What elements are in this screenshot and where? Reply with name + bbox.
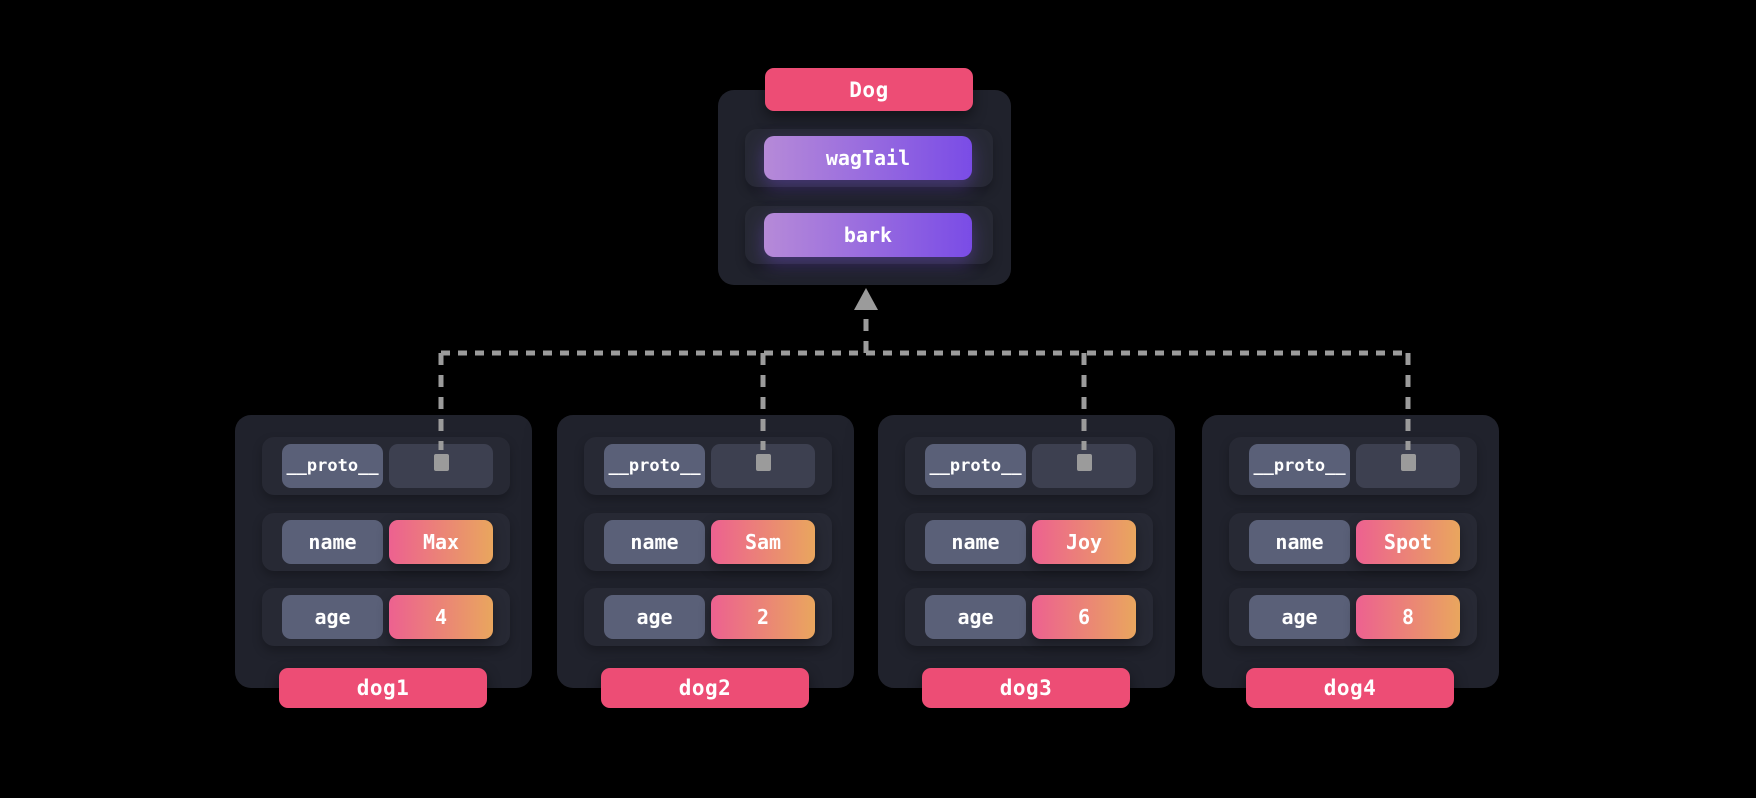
property-key-chip: age: [925, 595, 1026, 639]
instance-name-badge: dog2: [601, 668, 809, 708]
method-bark-pill: bark: [764, 213, 972, 257]
proto-value-slot: [389, 444, 493, 488]
property-row: name Sam: [584, 513, 832, 571]
instance-node-dog2: __proto__ name Sam age 2 dog2: [557, 415, 854, 708]
property-row: age 2: [584, 588, 832, 646]
property-key-chip: name: [604, 520, 705, 564]
proto-key-chip: __proto__: [1249, 444, 1350, 488]
instance-node-dog4: __proto__ name Spot age 8 dog4: [1202, 415, 1499, 708]
property-key-chip: age: [1249, 595, 1350, 639]
property-value-chip: Sam: [711, 520, 815, 564]
property-key-chip: age: [282, 595, 383, 639]
property-value-chip: 8: [1356, 595, 1460, 639]
property-value-chip: 4: [389, 595, 493, 639]
proto-value-slot: [1356, 444, 1460, 488]
prototype-node-dog: Dog wagTail bark: [718, 68, 1011, 285]
proto-key-chip: __proto__: [604, 444, 705, 488]
proto-row: __proto__: [905, 437, 1153, 495]
property-row: name Max: [262, 513, 510, 571]
property-row: name Spot: [1229, 513, 1477, 571]
property-row: age 4: [262, 588, 510, 646]
proto-value-slot: [1032, 444, 1136, 488]
proto-key-chip: __proto__: [282, 444, 383, 488]
property-value-chip: 6: [1032, 595, 1136, 639]
property-value-chip: Max: [389, 520, 493, 564]
instance-node-dog1: __proto__ name Max age 4 dog1: [235, 415, 532, 708]
property-row: age 6: [905, 588, 1153, 646]
proto-row: __proto__: [262, 437, 510, 495]
property-value-chip: 2: [711, 595, 815, 639]
property-key-chip: name: [1249, 520, 1350, 564]
property-row: name Joy: [905, 513, 1153, 571]
instance-node-dog3: __proto__ name Joy age 6 dog3: [878, 415, 1175, 708]
property-key-chip: name: [282, 520, 383, 564]
property-value-chip: Spot: [1356, 520, 1460, 564]
proto-row: __proto__: [584, 437, 832, 495]
prototype-title-badge: Dog: [765, 68, 973, 111]
property-key-chip: name: [925, 520, 1026, 564]
inheritance-arrowhead-icon: [854, 288, 878, 310]
method-wagtail-pill: wagTail: [764, 136, 972, 180]
property-key-chip: age: [604, 595, 705, 639]
instance-name-badge: dog1: [279, 668, 487, 708]
property-value-chip: Joy: [1032, 520, 1136, 564]
instance-name-badge: dog3: [922, 668, 1130, 708]
method-row: wagTail: [745, 129, 993, 187]
proto-value-slot: [711, 444, 815, 488]
property-row: age 8: [1229, 588, 1477, 646]
proto-row: __proto__: [1229, 437, 1477, 495]
instance-name-badge: dog4: [1246, 668, 1454, 708]
method-row: bark: [745, 206, 993, 264]
proto-key-chip: __proto__: [925, 444, 1026, 488]
